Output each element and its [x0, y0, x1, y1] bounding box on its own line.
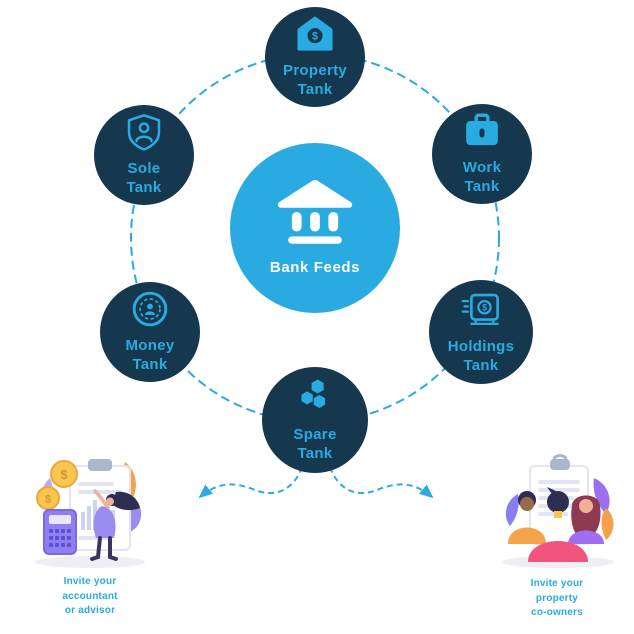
coin-target-icon [130, 289, 170, 334]
sole-tank-label: Sole Tank [126, 160, 162, 196]
svg-text:$: $ [60, 467, 68, 482]
work-tank-node: Work Tank [432, 104, 532, 204]
left-caption-line3: or advisor [64, 605, 116, 616]
sole-tank-node: Sole Tank [94, 105, 194, 205]
co-owners-illustration [502, 454, 614, 568]
bank-feeds-label: Bank Feeds [269, 259, 361, 276]
spare-tank-node: Spare Tank [262, 367, 368, 473]
spare-tank-label: Spare Tank [293, 426, 337, 462]
work-tank-label: Work Tank [462, 159, 502, 195]
property-tank-label: Property Tank [282, 62, 348, 98]
holdings-tank-label: Holdings Tank [447, 338, 515, 374]
right-caption-line1: Invite your [530, 578, 584, 589]
svg-text:$: $ [312, 31, 318, 43]
holdings-tank-node: $ Holdings Tank [429, 280, 533, 384]
hexagons-icon [294, 376, 336, 423]
arrow-to-left-illustration [198, 466, 303, 499]
right-caption-line3: co-owners [531, 607, 583, 618]
svg-text:$: $ [45, 494, 51, 506]
safe-dollar-icon: $ [460, 288, 502, 335]
left-caption-line2: accountant [62, 590, 118, 602]
arrow-to-right-illustration [329, 466, 434, 499]
shield-user-icon [124, 112, 164, 157]
house-dollar-icon: $ [295, 14, 335, 59]
accountant-illustration: $ $ [35, 459, 145, 568]
money-tank-label: Money Tank [125, 337, 175, 373]
right-caption: Invite your property co-owners [492, 577, 622, 621]
svg-text:$: $ [482, 303, 487, 313]
right-caption-line2: property [535, 592, 579, 604]
property-tank-node: $ Property Tank [265, 7, 365, 107]
briefcase-icon [462, 111, 502, 156]
bank-icon [276, 179, 354, 249]
bank-feeds-node: Bank Feeds [230, 143, 400, 313]
left-caption-line1: Invite your [63, 576, 117, 587]
left-caption: Invite your accountant or advisor [25, 575, 155, 619]
money-tank-node: Money Tank [100, 282, 200, 382]
